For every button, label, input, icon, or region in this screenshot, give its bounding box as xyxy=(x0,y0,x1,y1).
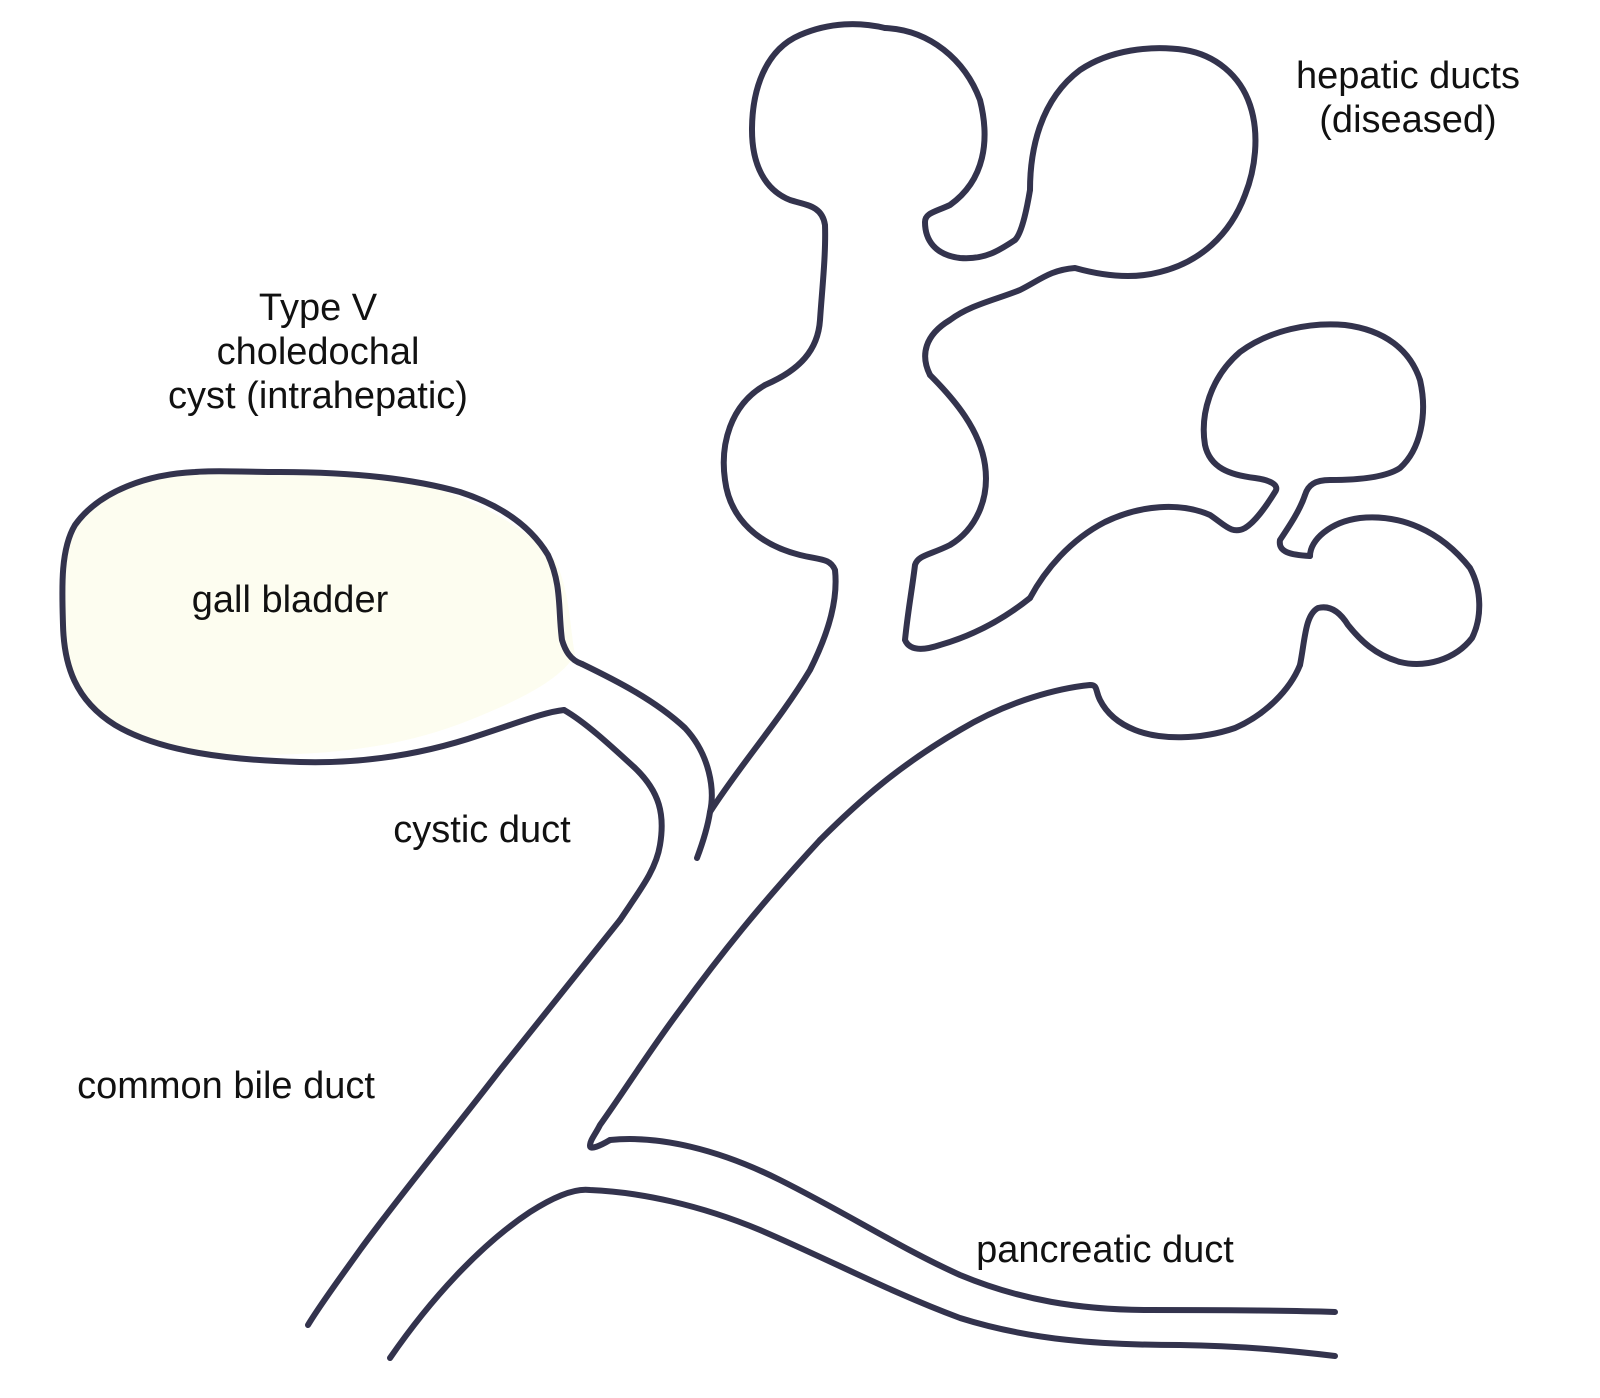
label-gall-bladder: gall bladder xyxy=(192,579,389,621)
pancreatic-duct-upper-wall xyxy=(607,1136,1338,1315)
gall-bladder-fill xyxy=(60,469,575,755)
intrahepatic-cyst-middle xyxy=(902,372,1033,652)
common-bile-duct-right-wall xyxy=(587,837,823,1151)
intrahepatic-cyst-lower xyxy=(817,662,1303,843)
intrahepatic-cyst-right xyxy=(1297,514,1483,668)
intrahepatic-branch-lower-top xyxy=(1027,321,1426,601)
common-bile-duct-left-wall xyxy=(305,917,623,1328)
gall-bladder-outline xyxy=(59,468,585,766)
hepatic-duct-left-wall xyxy=(707,21,888,815)
label-type-line1: Type V xyxy=(259,287,378,329)
label-pancreatic-duct: pancreatic duct xyxy=(976,1229,1234,1271)
label-common-bile-duct: common bile duct xyxy=(77,1065,375,1107)
intrahepatic-cyst-top-left xyxy=(882,25,1033,262)
label-hepatic-ducts-line2: (diseased) xyxy=(1319,99,1496,141)
cystic-duct-lower-wall xyxy=(561,707,665,923)
pancreatic-duct-lower-wall xyxy=(387,1186,1338,1361)
label-hepatic-ducts-line1: hepatic ducts xyxy=(1296,55,1520,97)
intrahepatic-cyst-top-right xyxy=(922,45,1259,378)
label-type-line3: cyst (intrahepatic) xyxy=(168,375,468,417)
label-cystic-duct: cystic duct xyxy=(393,809,571,851)
label-type-line2: choledochal xyxy=(217,331,420,373)
cystic-duct-upper-wall xyxy=(579,661,715,861)
